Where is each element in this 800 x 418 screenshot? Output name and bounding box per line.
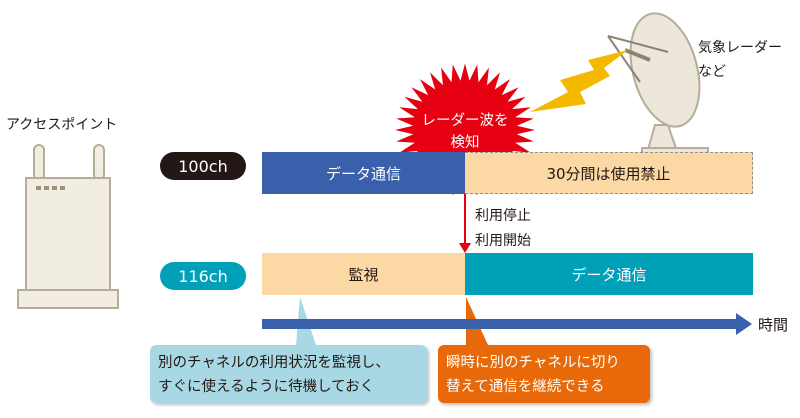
callout-monitor: 別のチャネルの利用状況を監視し、 すぐに使えるように待機しておく xyxy=(150,345,427,403)
channel-badge-116ch: 116ch xyxy=(160,262,246,290)
segment-116ch-monitor: 監視 xyxy=(262,253,465,295)
callout-switch-line2: 替えて通信を継続できる xyxy=(446,379,605,395)
detection-line2: 検知 xyxy=(450,135,480,151)
lightning-icon xyxy=(530,50,628,112)
callout-monitor-line2: すぐに使えるように待機しておく xyxy=(158,379,375,395)
access-point-icon xyxy=(17,144,119,309)
switch-arrow-head xyxy=(459,243,471,253)
detection-line1: レーダー波を xyxy=(421,113,509,129)
switch-stop-label: 利用停止 xyxy=(475,208,531,224)
radar-label-line1: 気象レーダー xyxy=(698,40,782,56)
access-point-label: アクセスポイント xyxy=(6,117,118,133)
radar-label-line2: など xyxy=(698,64,726,80)
time-axis-arrowhead xyxy=(736,313,752,335)
radar-dish-icon xyxy=(607,12,709,161)
callout-monitor-line1: 別のチャネルの利用状況を監視し、 xyxy=(158,355,390,371)
callout-switch-line1: 瞬時に別のチャネルに切り xyxy=(446,355,620,371)
segment-116ch-data: データ通信 xyxy=(465,253,753,295)
channel-badge-100ch: 100ch xyxy=(160,152,246,180)
radar-label: 気象レーダー など xyxy=(698,36,782,84)
time-axis-bar xyxy=(262,319,738,329)
time-axis-label: 時間 xyxy=(758,316,789,334)
detection-text: レーダー波を 検知 xyxy=(405,110,525,154)
switch-start-label: 利用開始 xyxy=(475,233,531,249)
segment-100ch-prohibited: 30分間は使用禁止 xyxy=(465,152,753,194)
segment-100ch-data: データ通信 xyxy=(262,152,465,194)
callout-switch: 瞬時に別のチャネルに切り 替えて通信を継続できる xyxy=(438,345,650,403)
